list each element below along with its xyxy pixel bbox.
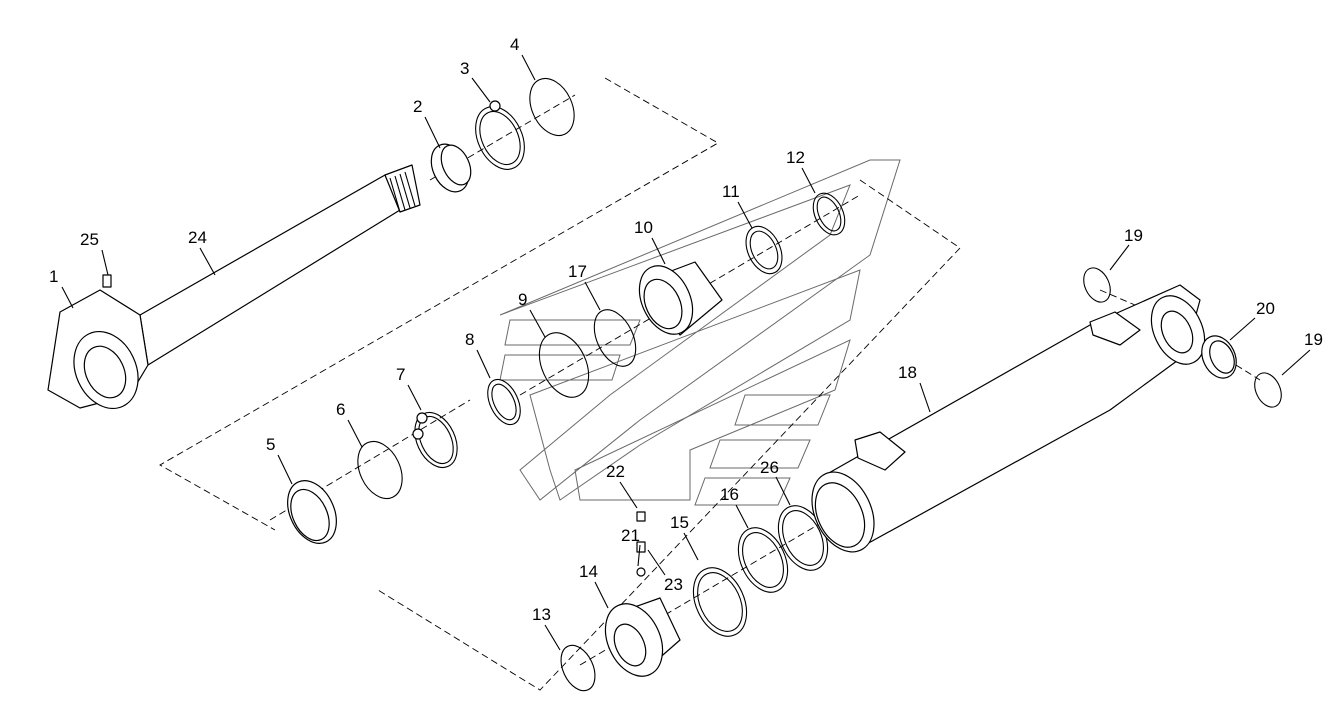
callout-22: 22 xyxy=(606,462,625,481)
callout-25: 25 xyxy=(80,230,99,249)
callout-24: 24 xyxy=(188,228,207,247)
head-gland-parts xyxy=(487,192,846,426)
callout-23: 23 xyxy=(664,575,683,594)
callout-11: 11 xyxy=(722,182,740,201)
callout-20: 20 xyxy=(1256,299,1275,318)
callout-26: 26 xyxy=(760,458,779,477)
callout-3: 3 xyxy=(460,59,469,78)
watermark-logo xyxy=(499,159,901,506)
callout-10: 10 xyxy=(634,218,653,237)
callout-21: 21 xyxy=(621,526,640,545)
cylinder-barrel xyxy=(811,267,1282,553)
callout-13: 13 xyxy=(532,605,551,624)
callout-15: 15 xyxy=(670,513,689,532)
callout-labels: 1 2 3 4 5 6 7 8 9 10 11 12 13 14 15 16 1… xyxy=(49,35,1323,624)
callout-19-right: 19 xyxy=(1304,330,1323,349)
callout-6: 6 xyxy=(336,400,345,419)
callout-18: 18 xyxy=(898,363,917,382)
callout-17: 17 xyxy=(568,262,587,281)
callout-7: 7 xyxy=(396,365,405,384)
callout-5: 5 xyxy=(266,435,275,454)
callout-1: 1 xyxy=(49,267,58,286)
callout-8: 8 xyxy=(465,330,474,349)
callout-16: 16 xyxy=(720,485,739,504)
callout-9: 9 xyxy=(518,290,527,309)
callout-14: 14 xyxy=(579,562,598,581)
callout-2: 2 xyxy=(413,97,422,116)
piston-parts xyxy=(560,505,829,692)
rod-end-parts xyxy=(430,77,575,193)
callout-4: 4 xyxy=(510,35,519,54)
rod-seal-parts xyxy=(287,411,458,544)
piston-rod-assembly xyxy=(47,164,421,410)
callout-leaders xyxy=(61,54,1311,651)
callout-12: 12 xyxy=(786,148,805,167)
callout-19-top: 19 xyxy=(1124,226,1143,245)
